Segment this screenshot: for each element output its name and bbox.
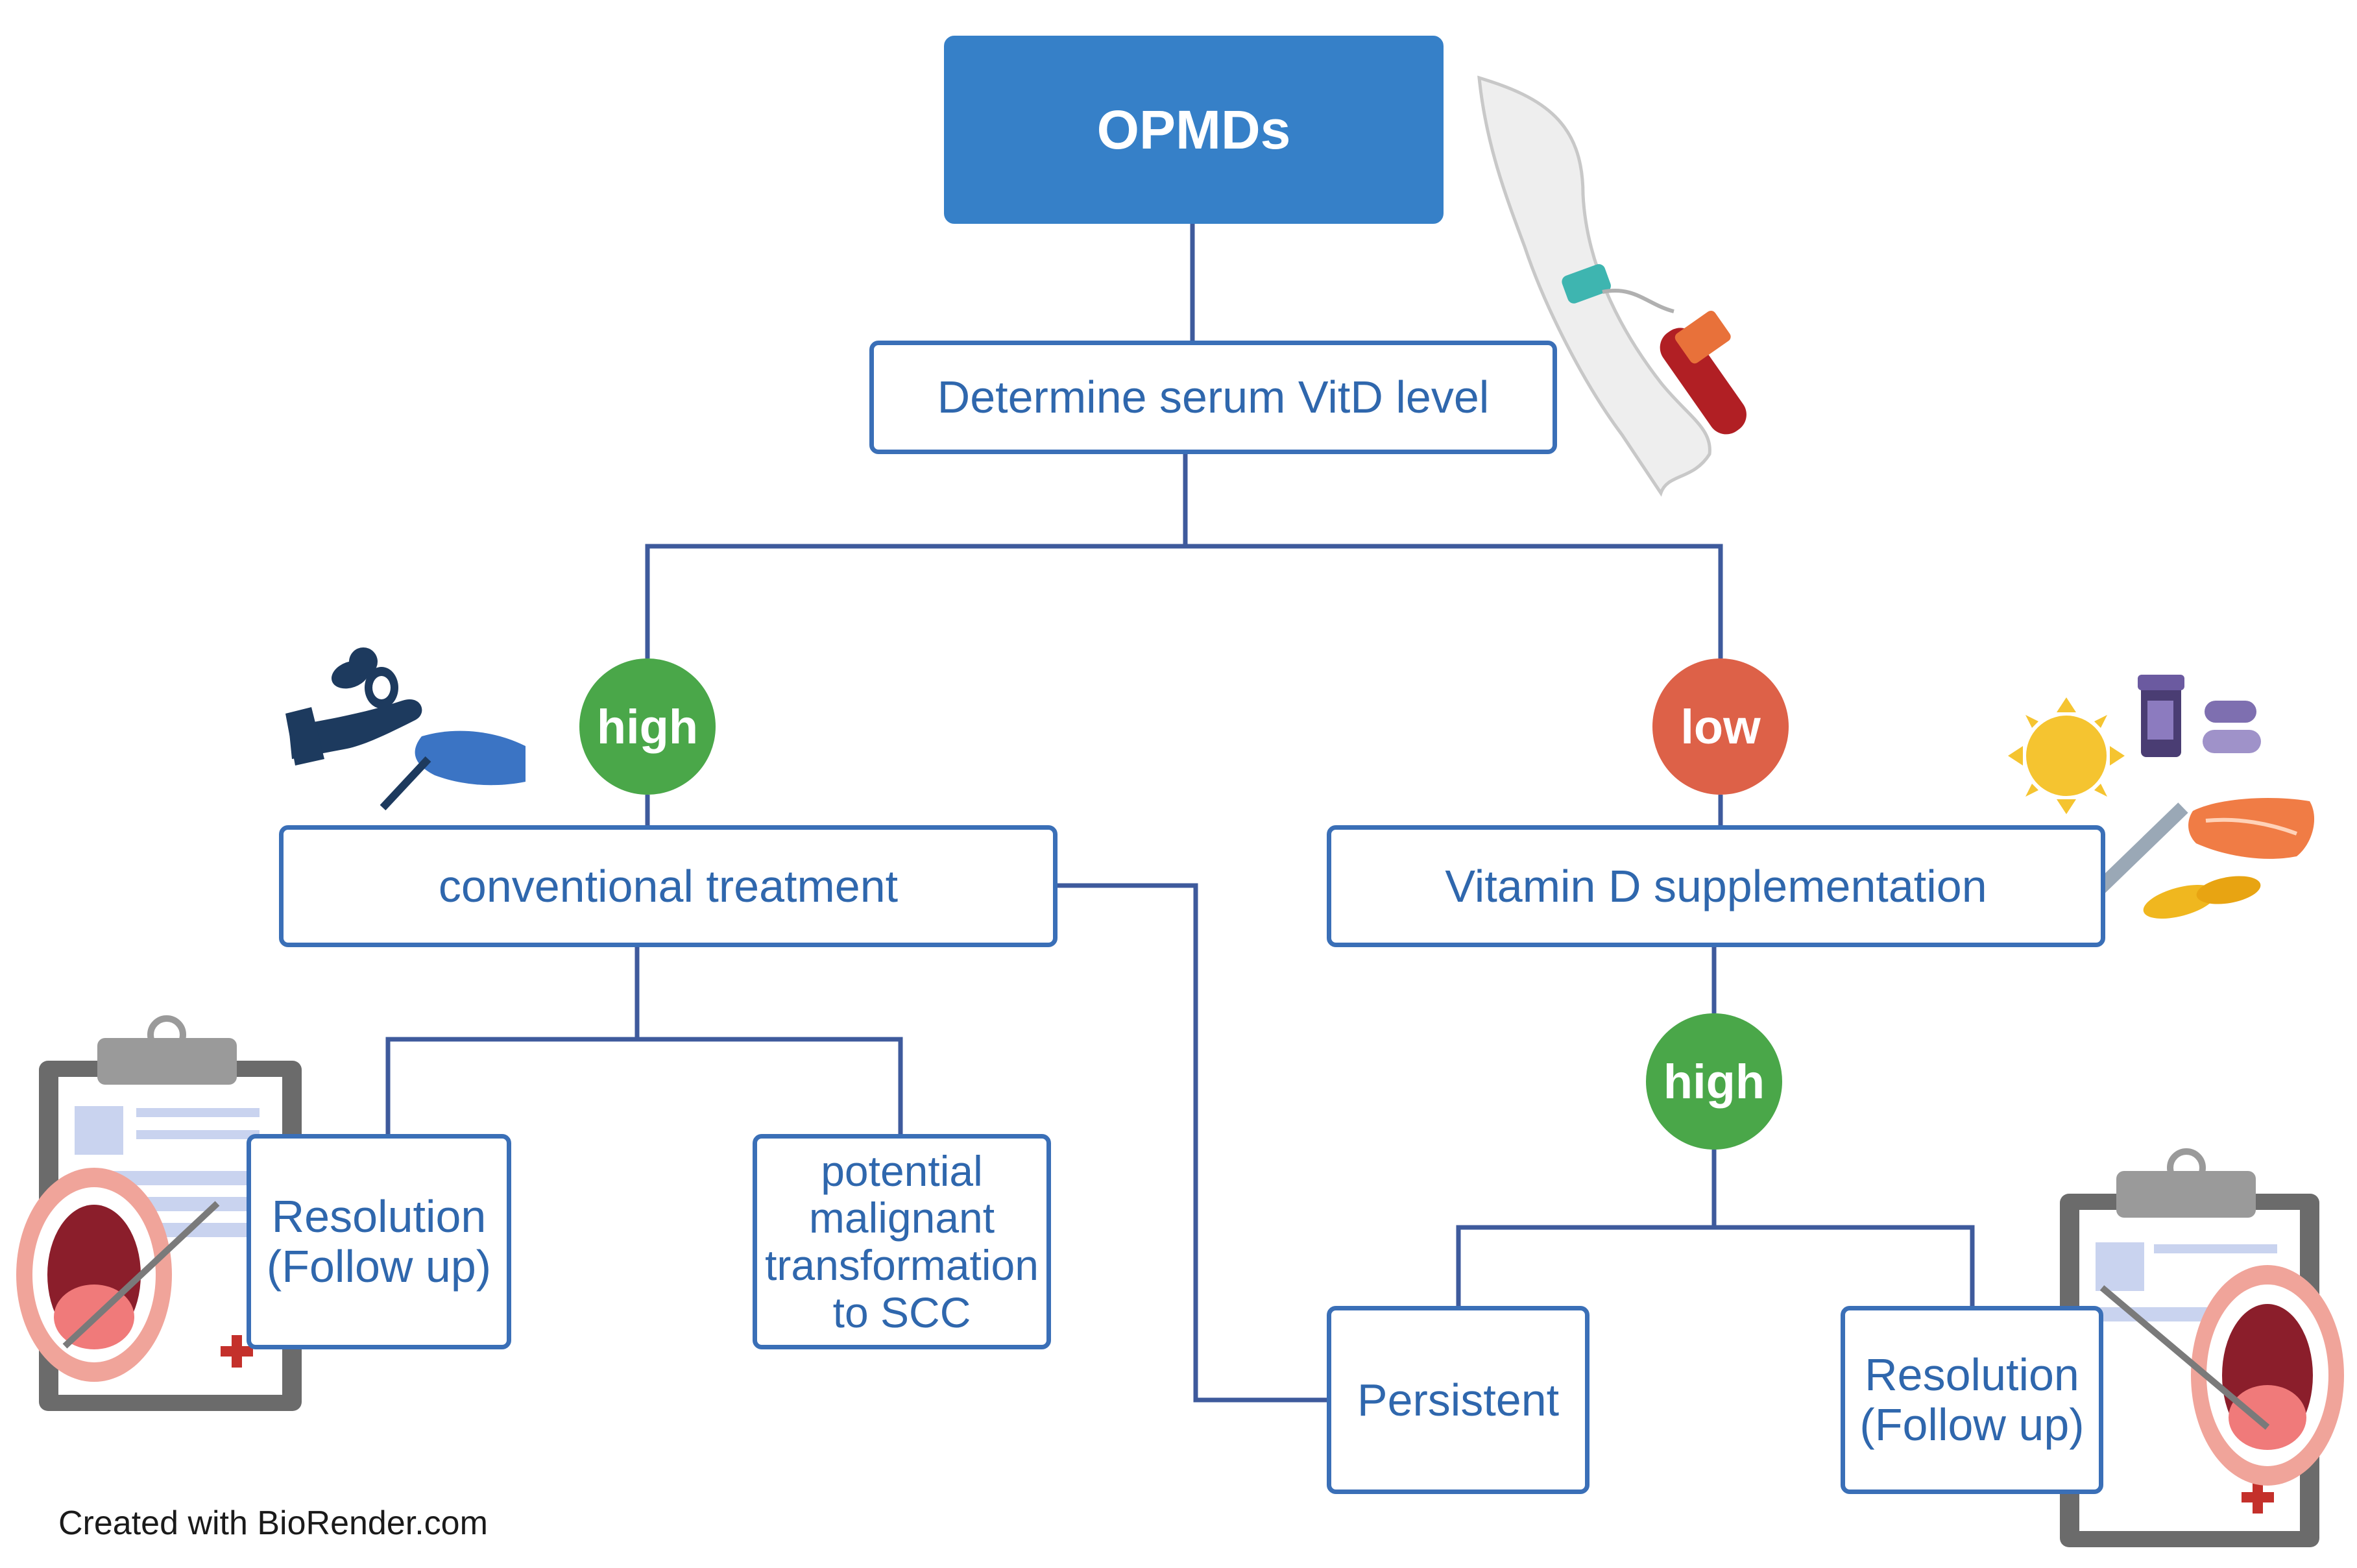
decision-high-right: high — [1646, 1013, 1782, 1150]
connector-conventional-malignant — [637, 1037, 903, 1134]
malignant-line-1: potential — [821, 1146, 983, 1195]
persistent-label: Persistent — [1357, 1374, 1560, 1425]
vitamin-d-node: Vitamin D supplementation — [1327, 825, 2105, 947]
determine-node: Determine serum VitD level — [869, 341, 1557, 454]
malignant-line-3: transformation — [765, 1241, 1039, 1289]
open-mouth-icon — [16, 1168, 172, 1382]
decision-low: low — [1652, 658, 1789, 795]
malignant-line-4: to SCC — [832, 1288, 971, 1336]
connector-split-low — [1185, 544, 1723, 658]
connector-conventional-persistent — [1058, 883, 1330, 1403]
conventional-treatment-label: conventional treatment — [438, 860, 899, 911]
scalpel-hand-icon — [380, 730, 526, 811]
resolution-right-line-1: Resolution — [1865, 1349, 2079, 1400]
medical-clipboard-icon — [2060, 1148, 2319, 1547]
biorender-credit: Created with BioRender.com — [58, 1504, 488, 1542]
resolution-left-node: Resolution (Follow up) — [247, 1134, 511, 1349]
connector-high-split — [1456, 1150, 1717, 1306]
arm-blood-draw-icon — [1477, 75, 1747, 497]
fish-oil-capsule-icon — [2143, 876, 2261, 919]
decision-high-left: high — [579, 658, 716, 795]
resolution-left-line-2: (Follow up) — [266, 1241, 492, 1292]
conventional-treatment-node: conventional treatment — [279, 825, 1058, 947]
malignant-transformation-node: potential malignant transformation to SC… — [753, 1134, 1051, 1349]
persistent-node: Persistent — [1327, 1306, 1589, 1494]
connector-conventional-split — [385, 947, 640, 1134]
connector-determine-split — [645, 454, 1188, 658]
sun-icon — [2008, 697, 2125, 814]
dental-probe-icon — [2099, 1285, 2270, 1430]
vitamin-d-label: Vitamin D supplementation — [1445, 860, 1987, 911]
dental-probe-icon — [62, 1201, 220, 1349]
pill-bottle-icon — [2138, 675, 2261, 757]
decision-high-left-label: high — [596, 699, 699, 754]
salmon-icon — [2188, 798, 2315, 859]
open-mouth-icon — [2191, 1265, 2344, 1486]
root-label: OPMDs — [1096, 99, 1291, 160]
resolution-right-line-2: (Follow up) — [1859, 1399, 2085, 1450]
malignant-line-2: malignant — [808, 1194, 995, 1242]
resolution-left-line-1: Resolution — [271, 1191, 487, 1242]
decision-low-label: low — [1680, 699, 1761, 754]
determine-label: Determine serum VitD level — [937, 372, 1490, 422]
connector-high-resolution — [1714, 1225, 1975, 1306]
resolution-right-node: Resolution (Follow up) — [1841, 1306, 2103, 1494]
decision-high-right-label: high — [1663, 1054, 1765, 1109]
medication-hand-icon — [285, 647, 422, 766]
root-node: OPMDs — [944, 36, 1444, 224]
